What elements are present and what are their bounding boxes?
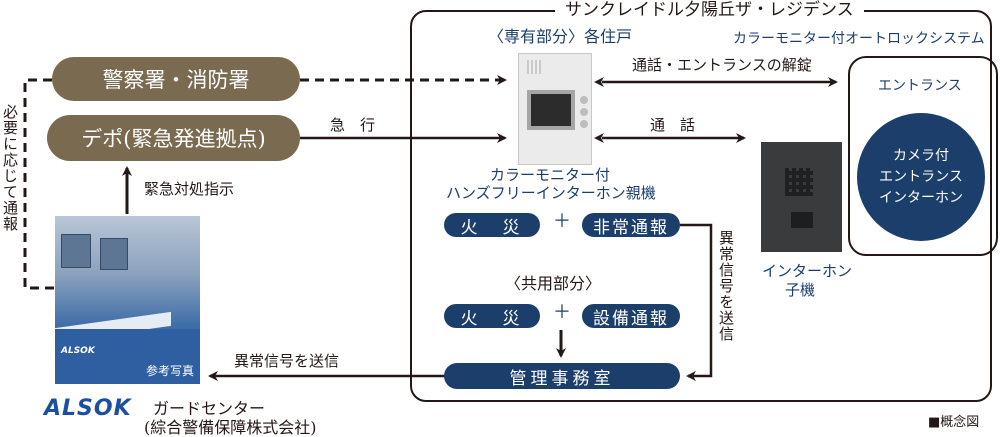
master-unit-line1: カラーモニター付 bbox=[490, 166, 611, 184]
residence-title: サンクレイドル夕陽丘ザ・レジデンス bbox=[555, 0, 864, 20]
entrance-box-title: エントランス bbox=[878, 78, 962, 94]
photo-logo: ALSOK bbox=[61, 346, 95, 356]
report-if-needed-label: 必要に応じて通報 bbox=[1, 104, 19, 232]
private-fire-pill: 火 災 bbox=[444, 213, 540, 238]
alsok-logo: ALSOK bbox=[44, 396, 132, 421]
send-alarm-vertical-label: 異常信号を送信 bbox=[717, 230, 735, 342]
circle-line1: カメラ付 bbox=[893, 147, 949, 164]
master-intercom-image bbox=[518, 53, 592, 165]
company-name-label: (綜合警備保障株式会社) bbox=[144, 418, 317, 437]
control-room-photo: ALSOK 参考写真 bbox=[55, 216, 200, 384]
report-if-needed-dashed-line bbox=[23, 78, 56, 290]
private-plus: ＋ bbox=[553, 211, 571, 232]
circle-line3: インターホン bbox=[879, 189, 963, 206]
management-office-pill: 管理事務室 bbox=[444, 363, 680, 389]
sub-unit-line1: インターホン bbox=[762, 262, 853, 280]
talk-unlock-label: 通話・エントランスの解錠 bbox=[632, 56, 812, 74]
alarm-to-office-arrow bbox=[680, 223, 713, 381]
concept-diagram-note: ■概念図 bbox=[928, 415, 980, 430]
photo-caption: 参考写真 bbox=[145, 364, 194, 378]
emergency-instruction-label: 緊急対処指示 bbox=[144, 180, 235, 198]
autolock-system-heading: カラーモニター付オートロックシステム bbox=[733, 31, 985, 47]
common-plus: ＋ bbox=[553, 302, 571, 323]
depot-pill: デポ(緊急発進拠点) bbox=[47, 115, 300, 161]
circle-line2: エントランス bbox=[879, 168, 963, 185]
send-alarm-label: 異常信号を送信 bbox=[234, 352, 340, 370]
common-heading: 〈共用部分〉 bbox=[505, 274, 602, 293]
common-fire-pill: 火 災 bbox=[444, 304, 540, 329]
entrance-box bbox=[848, 56, 998, 256]
rush-label: 急 行 bbox=[330, 116, 376, 134]
private-heading: 〈専有部分〉各住戸 bbox=[488, 27, 633, 46]
talk-label: 通 話 bbox=[650, 116, 696, 134]
sub-intercom-panel-image bbox=[761, 142, 842, 252]
master-unit-line2: ハンズフリーインターホン親機 bbox=[446, 184, 656, 202]
guard-center-label: ガードセンター bbox=[153, 399, 266, 418]
police-fire-pill: 警察署・消防署 bbox=[52, 57, 300, 101]
sub-unit-line2: 子機 bbox=[785, 281, 816, 299]
equipment-report-pill: 設備通報 bbox=[582, 304, 680, 329]
camera-entrance-intercom-circle: カメラ付 エントランス インターホン bbox=[857, 113, 985, 241]
emergency-report-pill: 非常通報 bbox=[582, 213, 680, 238]
